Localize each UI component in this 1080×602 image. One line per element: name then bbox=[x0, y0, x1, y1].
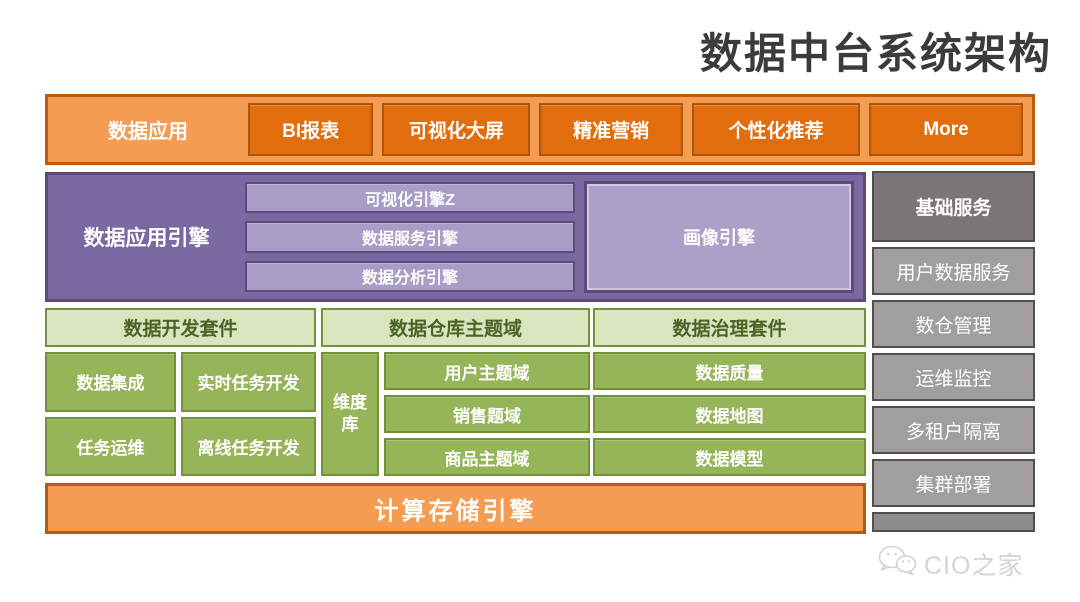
wechat-icon bbox=[876, 543, 920, 584]
warehouse-body: 维度库 用户主题域 销售题域 商品主题域 bbox=[321, 352, 590, 476]
base-item-cluster-deployment: 集群部署 bbox=[872, 459, 1035, 507]
app-item-visual-screen: 可视化大屏 bbox=[382, 103, 531, 156]
engine-visualization: 可视化引擎Z bbox=[245, 182, 575, 214]
watermark-text: CIO之家 bbox=[924, 551, 1024, 580]
watermark: CIO之家 bbox=[876, 543, 1023, 584]
app-item-precision-marketing: 精准营销 bbox=[539, 103, 683, 156]
dev-cell-data-integration: 数据集成 bbox=[45, 352, 176, 412]
warehouse-product-domain: 商品主题域 bbox=[384, 438, 590, 476]
engine-data-service: 数据服务引擎 bbox=[245, 221, 575, 253]
warehouse-user-domain: 用户主题域 bbox=[384, 352, 590, 390]
app-layer-items: BI报表 可视化大屏 精准营销 个性化推荐 More bbox=[248, 103, 1023, 156]
engine-portrait: 画像引擎 bbox=[584, 181, 854, 293]
data-application-engine-layer: 数据应用引擎 可视化引擎Z 数据服务引擎 数据分析引擎 画像引擎 bbox=[45, 172, 866, 302]
governance-data-model: 数据模型 bbox=[593, 438, 866, 476]
dev-cell-offline-task: 离线任务开发 bbox=[181, 416, 316, 476]
warehouse-header: 数据仓库主题域 bbox=[321, 308, 590, 347]
dev-cell-realtime-task: 实时任务开发 bbox=[181, 352, 316, 412]
data-development-suite: 数据开发套件 数据集成 实时任务开发 任务运维 离线任务开发 bbox=[45, 308, 316, 476]
engine-data-analysis: 数据分析引擎 bbox=[245, 260, 575, 292]
base-services-header: 基础服务 bbox=[872, 171, 1035, 242]
base-item-multi-tenant-isolation: 多租户隔离 bbox=[872, 406, 1035, 454]
data-application-layer: 数据应用 BI报表 可视化大屏 精准营销 个性化推荐 More bbox=[45, 94, 1035, 165]
dev-cell-task-ops: 任务运维 bbox=[45, 416, 176, 476]
warehouse-rows: 用户主题域 销售题域 商品主题域 bbox=[384, 352, 590, 476]
compute-storage-engine-bar: 计算存储引擎 bbox=[45, 483, 866, 534]
governance-data-map: 数据地图 bbox=[593, 395, 866, 433]
dev-suite-grid: 数据集成 实时任务开发 任务运维 离线任务开发 bbox=[45, 352, 316, 476]
base-item-empty bbox=[872, 512, 1035, 532]
warehouse-sales-domain: 销售题域 bbox=[384, 395, 590, 433]
data-governance-suite: 数据治理套件 数据质量 数据地图 数据模型 bbox=[593, 308, 866, 476]
base-services-column: 基础服务 用户数据服务 数仓管理 运维监控 多租户隔离 集群部署 bbox=[872, 171, 1035, 532]
engine-layer-label: 数据应用引擎 bbox=[83, 227, 210, 250]
engine-list: 可视化引擎Z 数据服务引擎 数据分析引擎 bbox=[245, 175, 575, 299]
governance-rows: 数据质量 数据地图 数据模型 bbox=[593, 352, 866, 476]
data-warehouse-domains: 数据仓库主题域 维度库 用户主题域 销售题域 商品主题域 bbox=[321, 308, 590, 476]
governance-data-quality: 数据质量 bbox=[593, 352, 866, 390]
base-item-user-data-service: 用户数据服务 bbox=[872, 247, 1035, 295]
page-title: 数据中台系统架构 bbox=[699, 30, 1052, 77]
base-item-warehouse-management: 数仓管理 bbox=[872, 300, 1035, 348]
dev-suite-header: 数据开发套件 bbox=[45, 308, 316, 347]
app-item-bi-report: BI报表 bbox=[248, 103, 374, 156]
base-item-ops-monitoring: 运维监控 bbox=[872, 353, 1035, 401]
governance-header: 数据治理套件 bbox=[593, 308, 866, 347]
warehouse-dimension-db: 维度库 bbox=[321, 352, 379, 476]
app-item-more: More bbox=[869, 103, 1023, 156]
app-layer-label: 数据应用 bbox=[108, 121, 188, 143]
app-item-personalized-recommendation: 个性化推荐 bbox=[691, 103, 861, 156]
